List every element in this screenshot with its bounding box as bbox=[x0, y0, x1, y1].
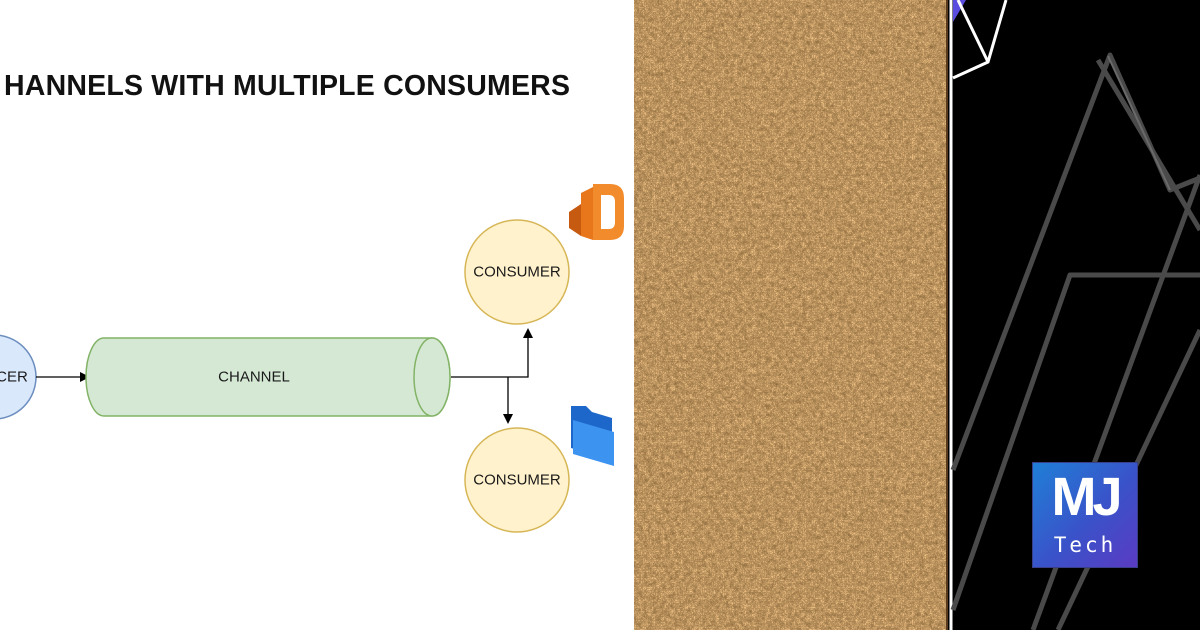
cork-texture-panel bbox=[634, 0, 948, 630]
cork-texture bbox=[634, 0, 948, 630]
logo-tech-text: Tech bbox=[1053, 533, 1117, 557]
channel-label: CHANNEL bbox=[218, 368, 290, 386]
channel-node bbox=[85, 337, 451, 417]
consumer-bottom-node bbox=[464, 427, 570, 533]
dark-geometric-panel: MJ Tech bbox=[948, 0, 1200, 630]
diagram-panel: HANNELS WITH MULTIPLE CONSUMERS CER CHAN… bbox=[0, 70, 624, 533]
aws-lambda-icon bbox=[569, 184, 624, 240]
diagram-canvas bbox=[0, 184, 624, 533]
diagram-title: HANNELS WITH MULTIPLE CONSUMERS bbox=[4, 70, 571, 102]
folder-icon bbox=[571, 406, 614, 466]
consumer-bottom-label: CONSUMER bbox=[473, 471, 561, 489]
mj-tech-logo: MJ Tech bbox=[1032, 462, 1138, 568]
producer-label: CER bbox=[0, 368, 28, 386]
channel-to-consumer-top-edge bbox=[451, 328, 533, 378]
logo-mj-text: MJ bbox=[1051, 467, 1122, 527]
consumer-top-label: CONSUMER bbox=[473, 263, 561, 281]
consumer-top-node bbox=[464, 219, 570, 325]
